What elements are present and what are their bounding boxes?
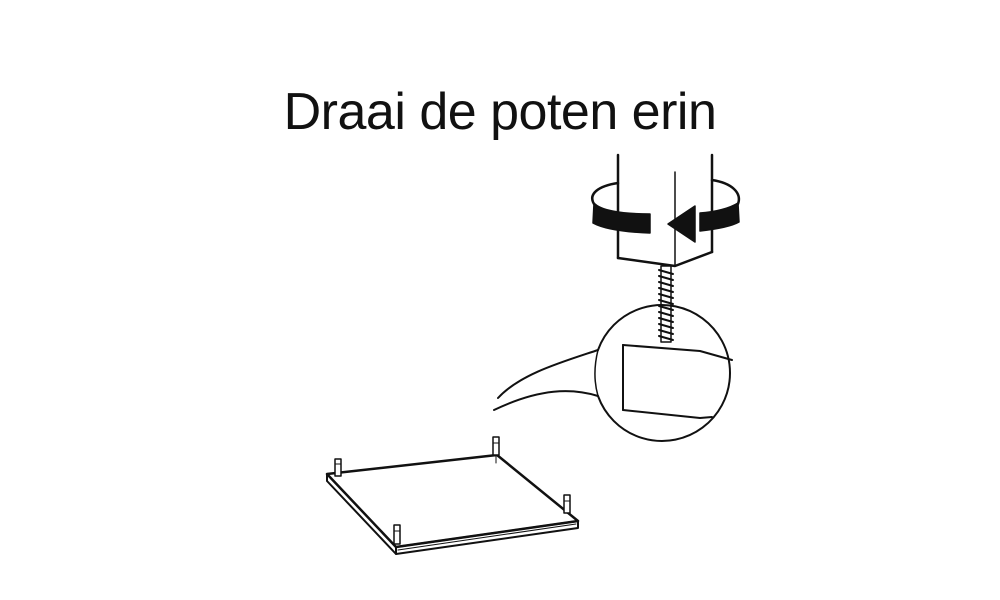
corner-screw-back-left	[334, 458, 342, 477]
corner-screw-front-left	[393, 524, 401, 545]
instruction-title: Draai de poten erin	[283, 83, 717, 141]
table-top-board	[325, 453, 580, 555]
counterclockwise-arrow-icon	[591, 178, 741, 243]
table-leg	[616, 153, 714, 268]
corner-screw-back-right	[492, 436, 500, 464]
detail-magnifier-icon	[493, 304, 733, 442]
screw-icon	[658, 265, 674, 343]
corner-screw-front-right	[563, 494, 571, 514]
